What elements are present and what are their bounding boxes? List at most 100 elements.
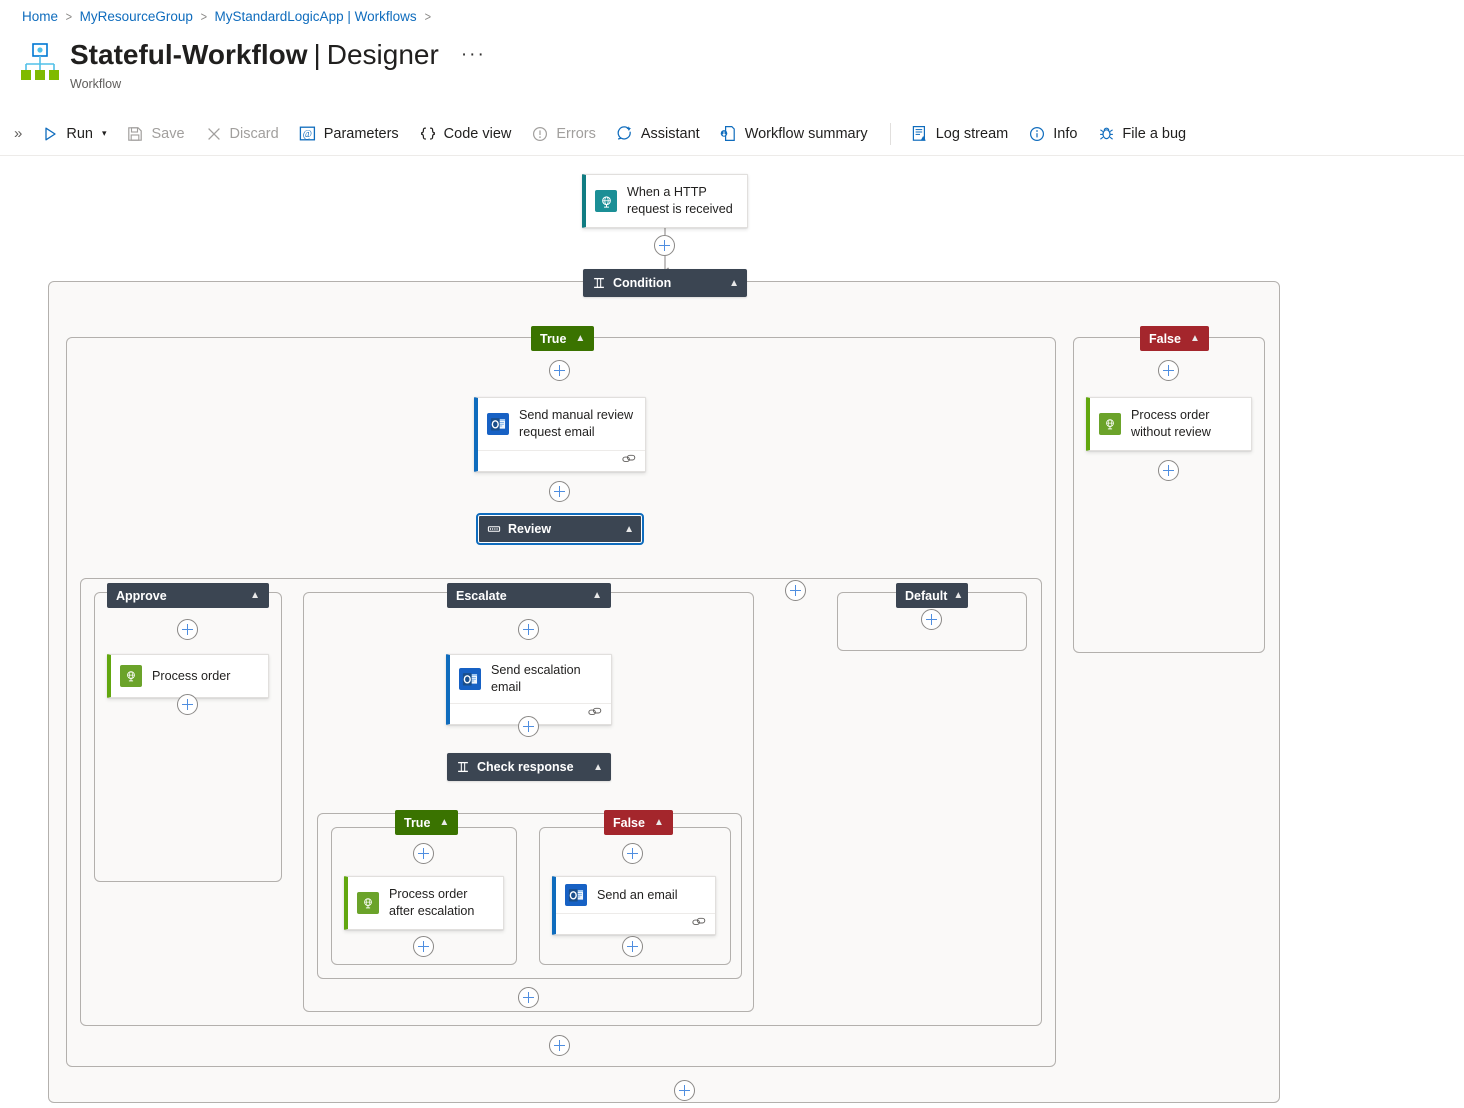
add-action-after-trigger-button[interactable] xyxy=(654,235,675,256)
inner-condition-true-pill[interactable]: True ▲ xyxy=(395,810,459,835)
log-stream-label: Log stream xyxy=(935,125,1009,142)
http-icon xyxy=(120,665,142,687)
condition-false-branch-container xyxy=(1073,337,1265,653)
add-action-escalate-bottom-button[interactable] xyxy=(518,987,539,1008)
chevron-up-icon[interactable]: ▲ xyxy=(592,590,602,601)
action-card-footer xyxy=(556,913,715,934)
action-card-send-escalation-email[interactable]: Send escalation email xyxy=(446,654,612,725)
breadcrumb-item-home[interactable]: Home xyxy=(22,8,59,24)
bug-icon xyxy=(1097,125,1115,143)
inner-condition-header[interactable]: Check response ▲ xyxy=(447,753,611,781)
case-default-label: Default xyxy=(905,588,948,603)
add-action-true-branch-button[interactable] xyxy=(549,360,570,381)
add-action-after-escalation-email-button[interactable] xyxy=(518,716,539,737)
connection-link-icon[interactable] xyxy=(622,452,636,470)
add-action-inner-true-bottom-button[interactable] xyxy=(413,936,434,957)
action-card-body: Process order after escalation xyxy=(348,877,503,929)
condition-header[interactable]: Condition ▲ xyxy=(583,269,747,297)
assistant-button[interactable]: Assistant xyxy=(607,118,709,150)
code-view-label: Code view xyxy=(443,125,512,142)
chevron-up-icon[interactable]: ▲ xyxy=(953,590,964,601)
case-escalate-header[interactable]: Escalate ▲ xyxy=(447,583,611,608)
code-view-button[interactable]: Code view xyxy=(410,118,521,150)
chevron-up-icon[interactable]: ▲ xyxy=(593,761,603,773)
chevron-up-icon[interactable]: ▲ xyxy=(575,333,586,344)
case-approve-label: Approve xyxy=(116,588,167,603)
chevron-up-icon[interactable]: ▲ xyxy=(250,590,260,601)
inner-condition-false-pill[interactable]: False ▲ xyxy=(604,810,673,835)
case-default-header[interactable]: Default ▲ xyxy=(896,583,968,608)
assistant-icon xyxy=(616,125,634,143)
chevron-up-icon[interactable]: ▲ xyxy=(653,817,664,828)
connection-link-icon[interactable] xyxy=(588,705,602,723)
outlook-icon xyxy=(565,884,587,906)
add-action-inner-false-top-button[interactable] xyxy=(622,843,643,864)
log-stream-icon xyxy=(911,125,929,143)
more-options-button[interactable]: ··· xyxy=(460,44,486,65)
breadcrumb-item-resource-group[interactable]: MyResourceGroup xyxy=(79,8,193,24)
workflow-summary-button[interactable]: Workflow summary xyxy=(711,118,877,150)
action-card-send-manual-review-email[interactable]: Send manual review request email xyxy=(474,397,646,472)
add-action-inner-true-top-button[interactable] xyxy=(413,843,434,864)
chevron-up-icon[interactable]: ▲ xyxy=(1189,333,1200,344)
breadcrumb-item-logic-app[interactable]: MyStandardLogicApp | Workflows xyxy=(214,8,417,24)
save-label: Save xyxy=(151,125,185,142)
connection-link-icon[interactable] xyxy=(692,915,706,933)
chevron-down-icon[interactable]: ▾ xyxy=(101,128,107,138)
add-action-false-top-button[interactable] xyxy=(1158,360,1179,381)
page-title-name: Stateful-Workflow xyxy=(70,39,308,70)
outlook-icon xyxy=(487,413,509,435)
info-button[interactable]: Info xyxy=(1019,118,1086,150)
action-card-body: Process order without review xyxy=(1090,398,1251,450)
add-action-approve-bottom-button[interactable] xyxy=(177,694,198,715)
switch-icon xyxy=(486,522,501,537)
action-card-body: Send escalation email xyxy=(450,655,611,703)
chevron-up-icon[interactable]: ▲ xyxy=(729,277,739,289)
errors-button[interactable]: Errors xyxy=(522,118,604,150)
add-action-approve-top-button[interactable] xyxy=(177,619,198,640)
action-card-send-an-email[interactable]: Send an email xyxy=(552,876,716,935)
chevron-up-icon[interactable]: ▲ xyxy=(624,523,634,535)
info-label: Info xyxy=(1053,125,1078,142)
case-approve-header[interactable]: Approve ▲ xyxy=(107,583,269,608)
chevron-up-icon[interactable]: ▲ xyxy=(439,817,450,828)
condition-icon xyxy=(455,760,470,775)
inner-condition-true-label: True xyxy=(404,815,431,830)
condition-false-pill[interactable]: False ▲ xyxy=(1140,326,1209,351)
add-action-workflow-end-button[interactable] xyxy=(674,1080,695,1101)
switch-review-header[interactable]: Review ▲ xyxy=(476,513,644,545)
add-action-inner-false-bottom-button[interactable] xyxy=(622,936,643,957)
add-switch-case-button[interactable] xyxy=(785,580,806,601)
parameters-button[interactable]: @ Parameters xyxy=(290,118,408,150)
play-icon xyxy=(41,125,59,143)
save-button[interactable]: Save xyxy=(117,118,193,150)
condition-icon xyxy=(591,276,606,291)
parameters-icon: @ xyxy=(299,125,317,143)
errors-label: Errors xyxy=(556,125,596,142)
page-header: Stateful-Workflow | Designer ··· Workflo… xyxy=(20,36,486,92)
add-action-escalate-top-button[interactable] xyxy=(518,619,539,640)
action-card-process-order-after-escalation[interactable]: Process order after escalation xyxy=(344,876,504,930)
action-card-process-order-without-review[interactable]: Process order without review xyxy=(1086,397,1252,451)
breadcrumb: Home > MyResourceGroup > MyStandardLogic… xyxy=(22,6,438,26)
add-action-default-button[interactable] xyxy=(921,609,942,630)
condition-true-pill[interactable]: True ▲ xyxy=(531,326,595,351)
case-escalate-label: Escalate xyxy=(456,588,507,603)
add-action-after-manual-review-button[interactable] xyxy=(549,481,570,502)
run-button[interactable]: Run ▾ xyxy=(32,118,115,150)
workflow-designer-canvas[interactable]: When a HTTP request is received Conditio… xyxy=(0,157,1464,1108)
log-stream-button[interactable]: Log stream xyxy=(902,118,1018,150)
expand-sidebar-button[interactable]: » xyxy=(14,125,23,142)
add-action-true-branch-bottom-button[interactable] xyxy=(549,1035,570,1056)
http-icon xyxy=(1099,413,1121,435)
action-card-process-order[interactable]: Process order xyxy=(107,654,269,698)
add-action-false-bottom-button[interactable] xyxy=(1158,460,1179,481)
errors-icon xyxy=(531,125,549,143)
switch-review-label: Review xyxy=(508,522,552,536)
file-a-bug-button[interactable]: File a bug xyxy=(1088,118,1195,150)
action-card-body: Send manual review request email xyxy=(478,398,645,450)
trigger-card-http-request[interactable]: When a HTTP request is received xyxy=(582,174,748,228)
trigger-card-body: When a HTTP request is received xyxy=(586,175,747,227)
discard-button[interactable]: Discard xyxy=(196,118,288,150)
logic-app-icon xyxy=(20,42,60,84)
